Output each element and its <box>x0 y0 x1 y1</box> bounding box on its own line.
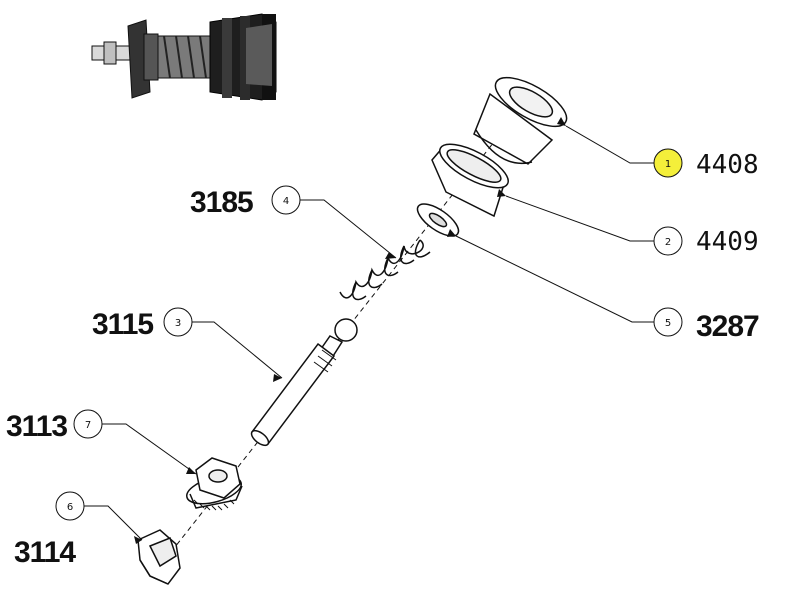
leader-line-5 <box>455 235 654 323</box>
part-number-4409: 4409 <box>696 227 759 257</box>
part-3113-knurled-nut <box>186 457 243 511</box>
balloon-6-label: 6 <box>67 502 73 513</box>
balloon-6: 6 <box>55 491 85 521</box>
leader-lines <box>84 125 654 541</box>
part-4409-housing-nut <box>431 143 509 218</box>
leader-arrowheads <box>134 117 566 544</box>
leader-line-3 <box>192 321 283 379</box>
part-3287-washer <box>416 203 460 237</box>
leader-line-1 <box>565 125 654 164</box>
part-number-3113: 3113 <box>6 410 67 443</box>
part-3115-plunger-pin <box>250 318 358 447</box>
balloon-3: 3 <box>163 307 193 337</box>
assembled-latch-thumbnail-icon <box>91 13 277 101</box>
balloon-1-label: 1 <box>665 159 671 170</box>
part-number-3115: 3115 <box>92 308 153 341</box>
balloon-7-label: 7 <box>85 420 91 431</box>
balloon-5: 5 <box>653 307 683 337</box>
leader-line-4 <box>300 199 397 259</box>
leader-line-2 <box>505 195 654 242</box>
balloon-1: 1 <box>653 148 683 178</box>
leader-line-6 <box>84 505 143 541</box>
part-3185-spring <box>339 239 431 301</box>
part-number-3185: 3185 <box>190 186 253 219</box>
leader-line-7 <box>102 423 197 475</box>
part-3114-tee-nut <box>137 529 181 585</box>
balloon-2: 2 <box>653 226 683 256</box>
balloon-5-label: 5 <box>665 318 671 329</box>
balloon-3-label: 3 <box>175 318 181 329</box>
balloon-2-label: 2 <box>665 237 671 248</box>
part-number-3114: 3114 <box>14 536 76 569</box>
part-number-4408: 4408 <box>696 150 759 180</box>
part-number-3287: 3287 <box>696 310 759 343</box>
balloon-4-label: 4 <box>283 196 289 207</box>
part-4408-bushing <box>473 76 568 165</box>
balloon-7: 7 <box>73 409 103 439</box>
balloon-4: 4 <box>271 185 301 215</box>
